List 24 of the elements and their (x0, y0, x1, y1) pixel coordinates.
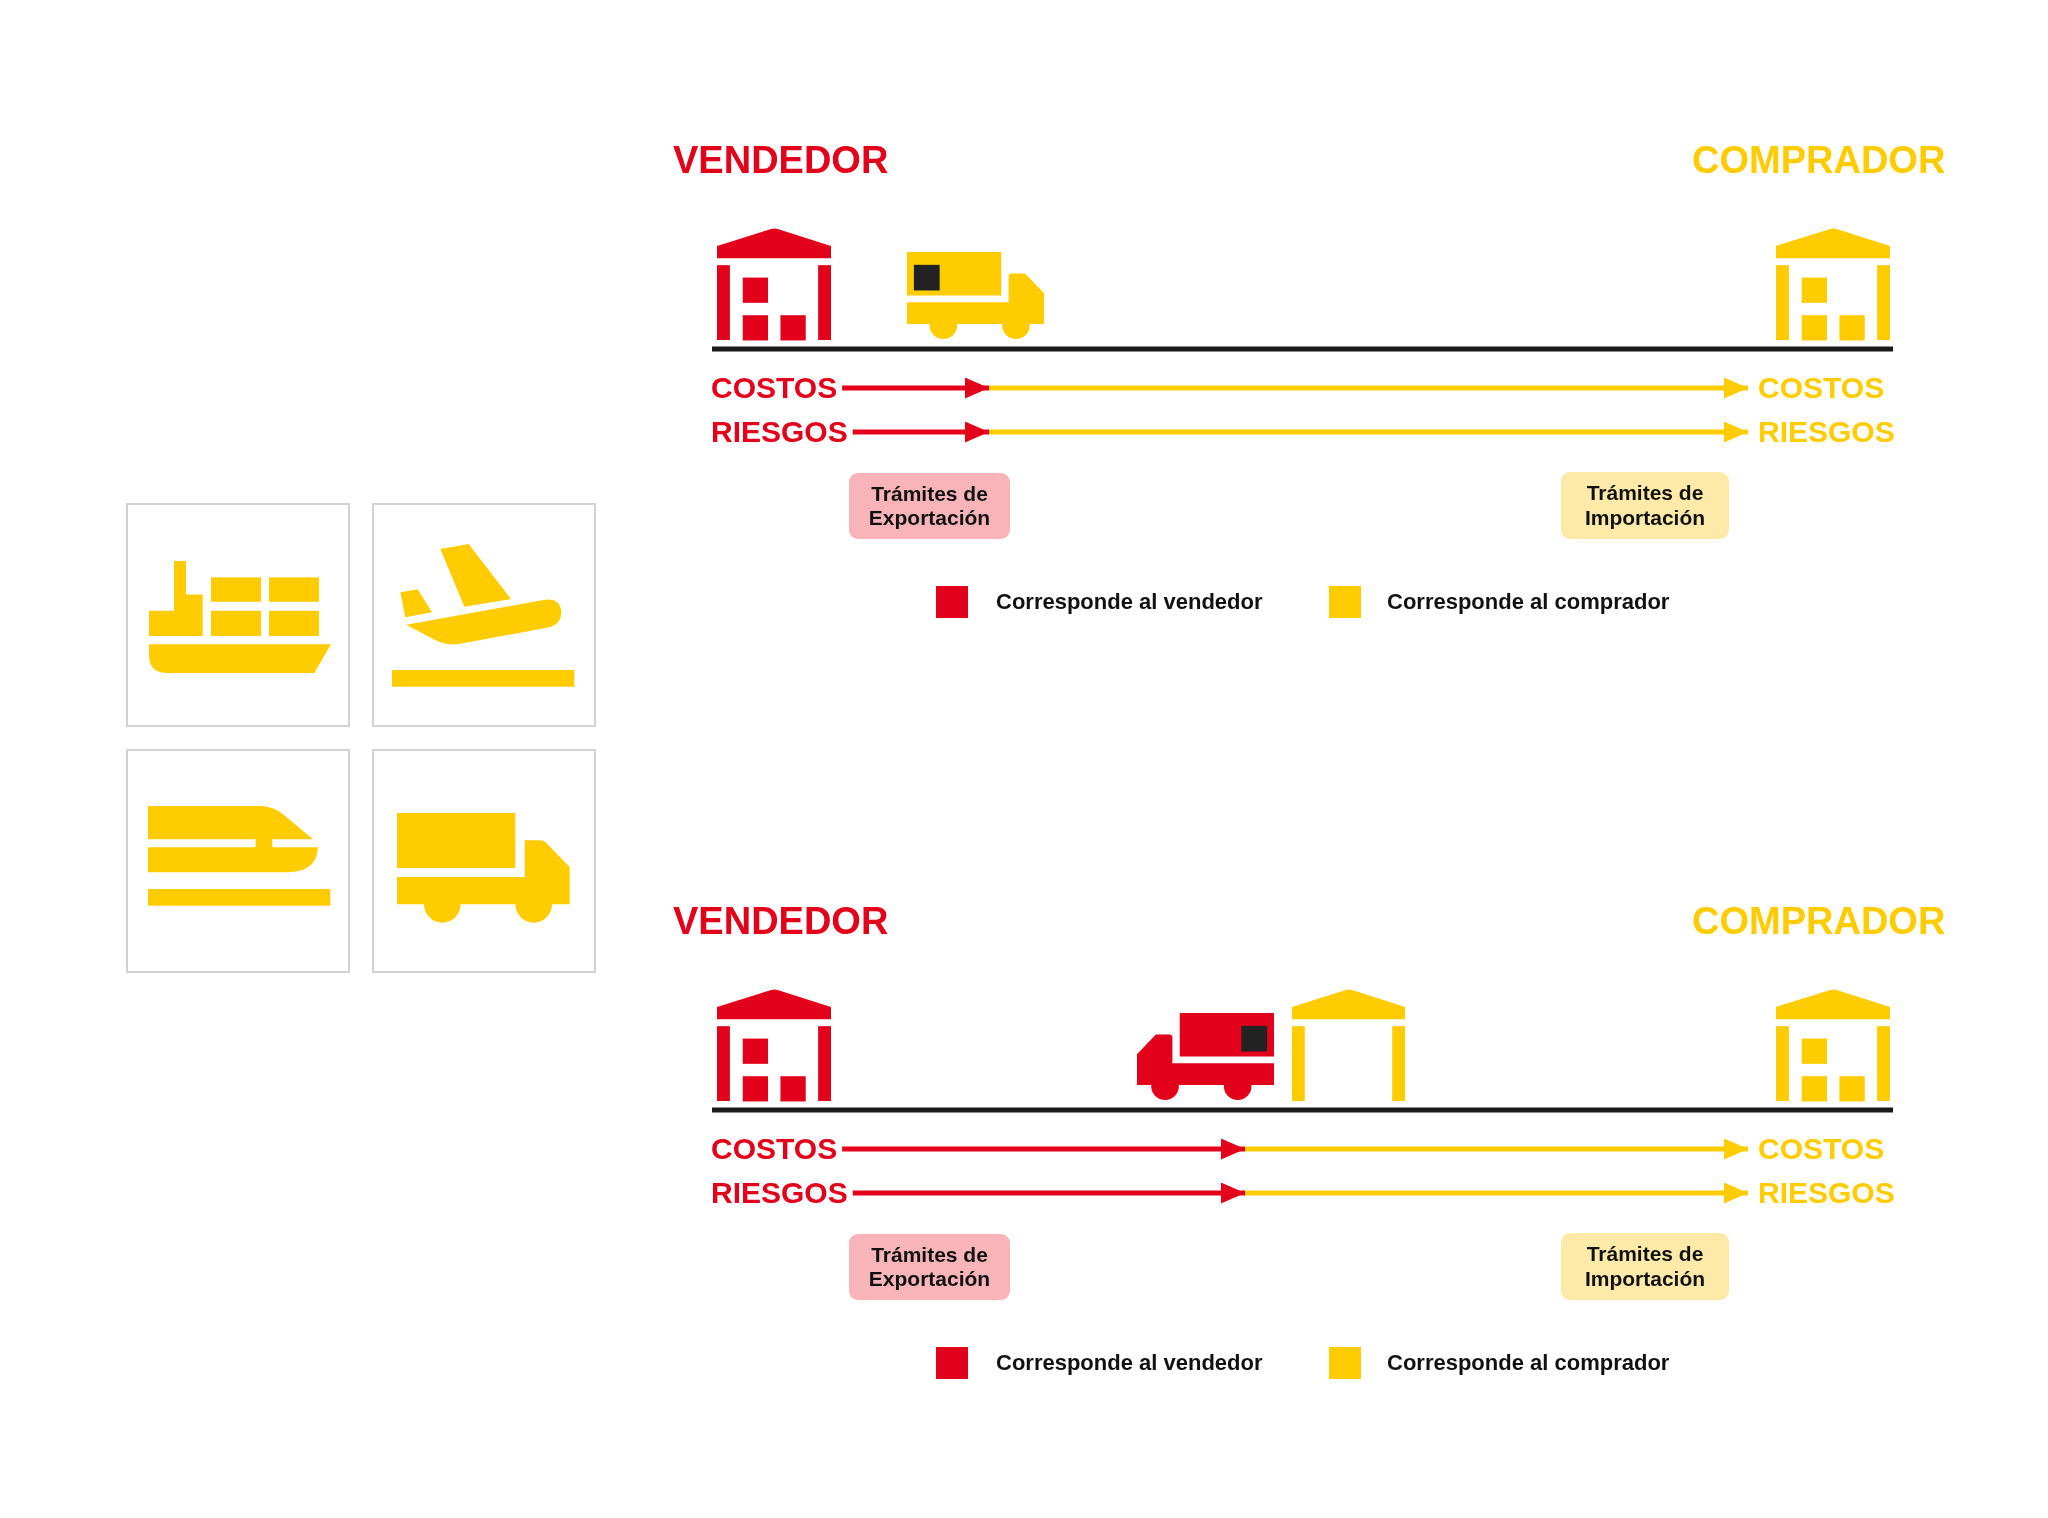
export-procedures-card: Trámites de Exportación (849, 473, 1010, 539)
costs-label: COSTOS (711, 1134, 838, 1164)
legend-text: Corresponde al vendedor (996, 1352, 1263, 1374)
risks-label: RIESGOS (711, 1178, 848, 1208)
import-procedures-card: Trámites de Importación (1561, 472, 1729, 539)
costs-label: COSTOS (1758, 1134, 1885, 1164)
export-procedures-card: Trámites de Exportación (849, 1234, 1010, 1300)
arrow (852, 1183, 1748, 1204)
arrow (842, 1139, 1748, 1160)
costs-label: COSTOS (711, 373, 838, 403)
legend-text: Corresponde al vendedor (996, 591, 1263, 613)
risks-label: RIESGOS (1758, 1178, 1895, 1208)
heading: VENDEDOR (673, 140, 889, 179)
risks-label: RIESGOS (1758, 417, 1895, 447)
risks-label: RIESGOS (711, 417, 848, 447)
costs-label: COSTOS (1758, 373, 1885, 403)
legend-text: Corresponde al comprador (1387, 1352, 1670, 1374)
legend-text: Corresponde al comprador (1387, 591, 1670, 613)
heading: COMPRADOR (1692, 901, 1946, 940)
import-procedures-card: Trámites de Importación (1561, 1233, 1729, 1300)
heading: COMPRADOR (1692, 140, 1946, 179)
heading: VENDEDOR (673, 901, 889, 940)
arrow (852, 422, 1748, 443)
arrow (842, 378, 1748, 399)
